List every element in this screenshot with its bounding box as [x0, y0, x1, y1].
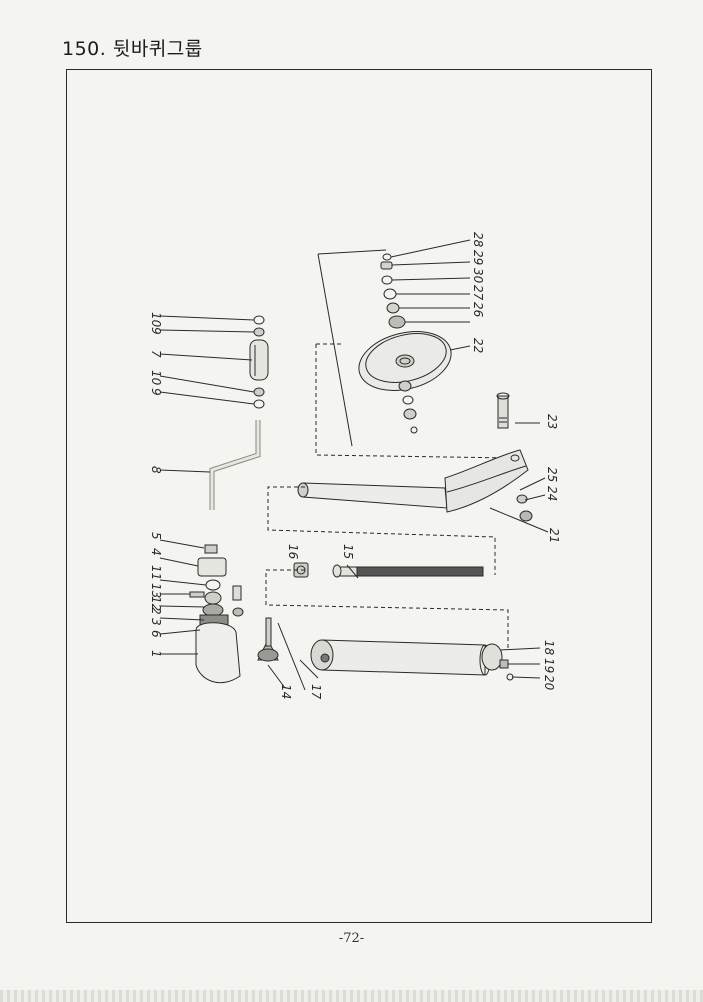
gear-housing [159, 539, 244, 684]
wheel-hub-parts [380, 253, 418, 434]
diagram-frame [66, 69, 652, 923]
callout-10: 10 [149, 370, 163, 386]
callout-16: 16 [286, 544, 300, 560]
callout-23: 23 [545, 414, 559, 429]
callout-1: 1 [149, 650, 163, 658]
page-title: 150. 뒷바퀴그룹 [62, 38, 203, 60]
callout-22: 22 [471, 338, 485, 353]
fork-frame [297, 449, 549, 533]
callout-13: 13 [149, 583, 163, 598]
callout-17: 17 [309, 684, 323, 700]
callout-6: 6 [149, 630, 163, 638]
callout-28: 28 [471, 232, 485, 248]
tube-clamp [481, 643, 541, 681]
callout-leaders-wheel [390, 239, 540, 424]
callout-27: 27 [471, 285, 485, 301]
page-number: -72- [338, 931, 365, 946]
callout-30: 30 [471, 268, 485, 284]
crank-handle [159, 420, 261, 510]
callout-24: 24 [545, 486, 559, 501]
callout-11: 11 [149, 565, 163, 580]
handle-grip [159, 315, 269, 409]
callout-20: 20 [542, 675, 556, 691]
callout-21: 21 [547, 528, 561, 543]
callout-3: 3 [149, 618, 163, 626]
callout-10: 10 [149, 312, 163, 328]
scan-edge [0, 990, 703, 1002]
callout-19: 19 [542, 658, 556, 673]
callout-18: 18 [542, 640, 556, 656]
callout-14: 14 [279, 684, 293, 699]
callout-26: 26 [471, 302, 485, 318]
callout-8: 8 [149, 466, 163, 474]
bevel-pinion [257, 617, 319, 691]
callout-7: 7 [149, 350, 163, 358]
outer-tube [310, 639, 491, 676]
threaded-rod [332, 564, 484, 579]
callout-9: 9 [149, 327, 163, 335]
wheel [358, 331, 452, 391]
callout-9: 9 [149, 388, 163, 396]
callout-2: 2 [149, 607, 163, 615]
callout-4: 4 [149, 548, 163, 556]
callout-12: 12 [149, 596, 163, 611]
wheel-group-bracket [315, 249, 513, 459]
callout-29: 29 [471, 250, 485, 265]
callout-25: 25 [545, 467, 559, 482]
axle-bolt [496, 392, 510, 429]
callout-15: 15 [341, 544, 355, 559]
callout-5: 5 [149, 532, 163, 540]
